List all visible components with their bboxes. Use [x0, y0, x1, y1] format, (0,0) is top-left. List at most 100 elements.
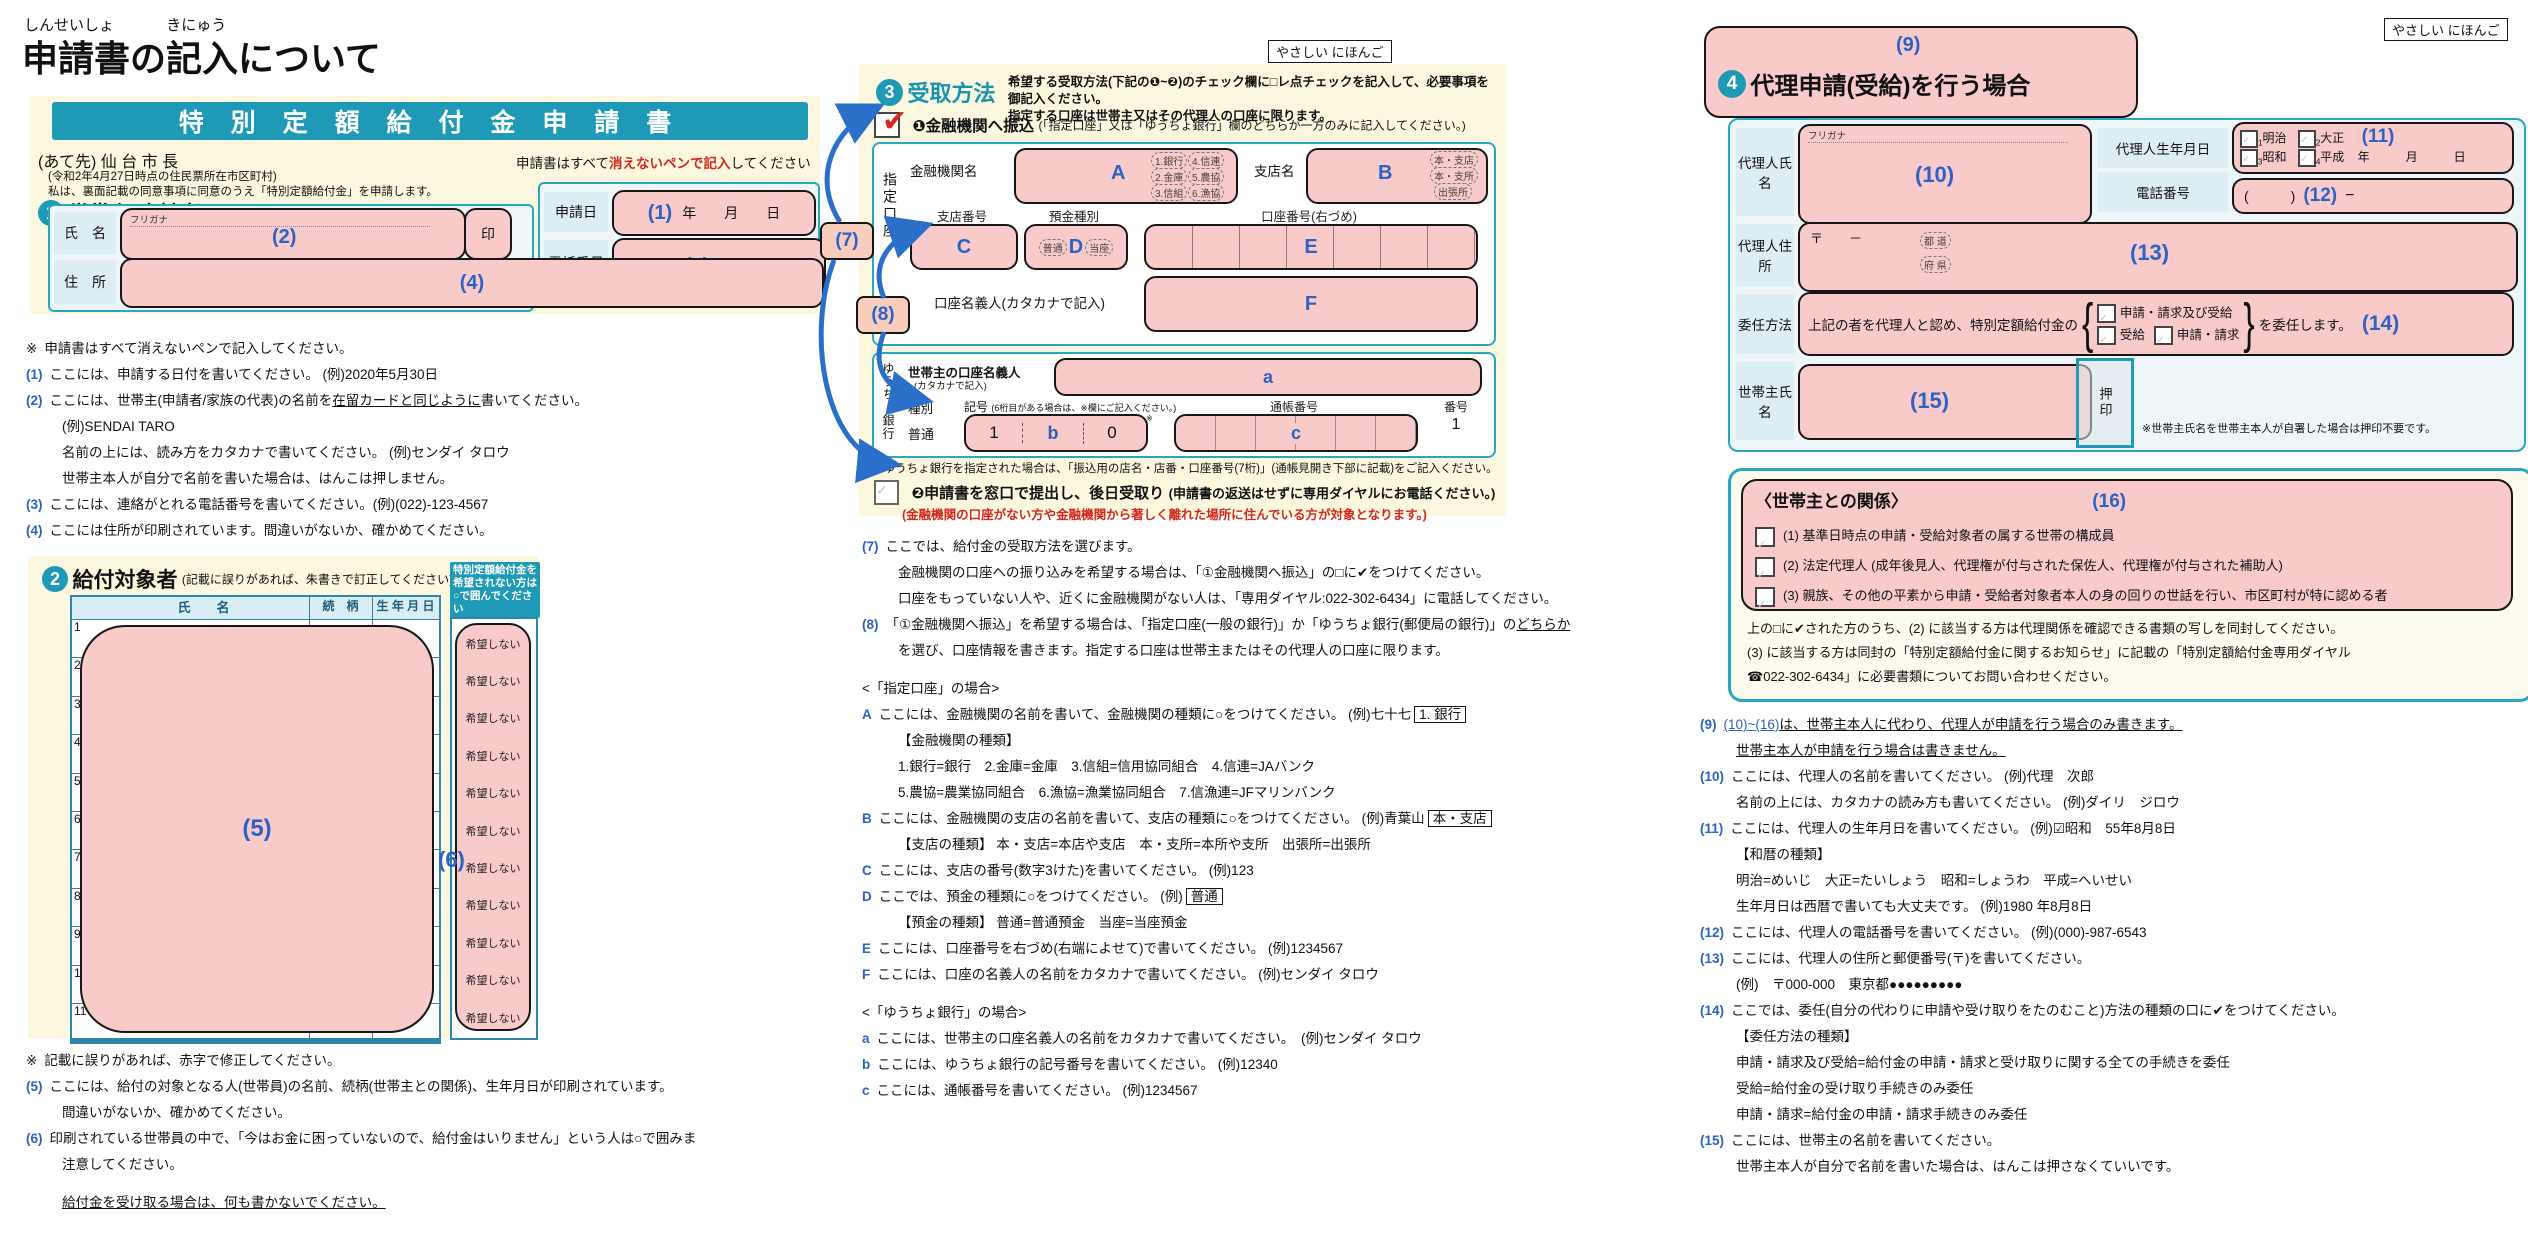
bank-name-label: 金融機関名 — [910, 164, 978, 179]
seal-label: 印 — [481, 226, 495, 242]
decline-option[interactable]: 希望しない — [465, 975, 521, 988]
branch-name-field[interactable]: B 本・支店 本・支所 出張所 — [1306, 148, 1488, 204]
relation-checkbox-2[interactable]: ✓ — [1755, 556, 1775, 581]
section3-title: 受取方法 — [907, 81, 996, 106]
text-line: (3)ここには、連絡がとれる電話番号を書いてください。(例)(022)-123-… — [26, 497, 489, 512]
name-label: 氏 名 — [54, 212, 116, 254]
entrust-receive-checkbox[interactable]: ✓ — [2097, 326, 2117, 346]
relation-checkbox-1[interactable]: ✓ — [1755, 526, 1775, 551]
side-col-header: 特別定額給付金を希望されない方は○で囲んでください — [450, 562, 540, 618]
text-line: (2)ここには、世帯主(申請者/家族の代表)の名前を在留カードと同じように書いて… — [26, 393, 588, 408]
decline-option[interactable]: 希望しない — [465, 937, 521, 950]
pen-note-1: 申請書はすべて — [516, 156, 610, 171]
name-address-block: 氏 名 フリガナ (2) 印 住 所 (4) — [48, 204, 824, 312]
callout-8-label: (8) — [871, 304, 895, 325]
text-line: (14)ここでは、委任(自分の代わりに申請や受け取りをたのむこと)方法の種類の口… — [1700, 1003, 2345, 1018]
decline-option[interactable]: 希望しない — [465, 676, 521, 689]
address-field[interactable]: (4) — [120, 258, 824, 308]
text-line: 給付金を受け取る場合は、何も書かないでください。 — [62, 1195, 386, 1210]
relation-checkbox-3[interactable]: ✓ — [1755, 586, 1775, 611]
text-line: ※申請書はすべて消えないペンで記入してください。 — [26, 341, 353, 356]
entrust-label: 委任方法 — [1736, 294, 1794, 354]
decline-pink-area: 希望しない希望しない希望しない希望しない希望しない希望しない希望しない希望しない… — [455, 623, 531, 1031]
section2-title: 給付対象者 — [72, 569, 178, 592]
text-line: (6)印刷されている世帯員の中で、「今はお金に困っていないので、給付金はいりませ… — [26, 1131, 697, 1146]
text-line: (4)ここには住所が印刷されています。間違いがないか、確かめてください。 — [26, 523, 493, 538]
application-date-field[interactable]: (1) 年 月 日 — [612, 190, 816, 236]
option2-row: ✓ ❷申請書を窓口で提出し、後日受取り (申請書の返送はせずに専用ダイヤルにお電… — [874, 480, 1495, 505]
section-3-badge: 3 — [876, 78, 903, 106]
form1-addressee-sub2: 私は、裏面記載の同意事項に同意のうえ「特別定額給付金」を申請します。 — [48, 186, 438, 198]
text-line: 生年月日は西暦で書いても大丈夫です。 (例)1980 年8月8日 — [1736, 899, 2093, 914]
decline-option[interactable]: 希望しない — [465, 750, 521, 763]
decline-option[interactable]: 希望しない — [465, 713, 521, 726]
option2-red-note: (金融機関の口座がない方や金融機関から著しく離れた場所に住んでいる方が対象となり… — [902, 508, 1427, 522]
account-number-hint: E — [1298, 235, 1324, 259]
passbook-header: 通帳番号 — [1269, 400, 1318, 414]
holder-field[interactable]: F — [1144, 276, 1478, 332]
proxy-dob-field[interactable]: ✓1明治 ✓2大正 (11) ✓3昭和 ✓4平成 年 月 日 — [2232, 122, 2514, 174]
text-line: (11)ここには、代理人の生年月日を書いてください。 (例)☑昭和 55年8月8… — [1700, 821, 2176, 836]
entrust-all-checkbox[interactable]: ✓ — [2097, 304, 2117, 324]
proxy-phone-field[interactable]: ( ) (12) − — [2232, 178, 2514, 214]
deposit-type-field[interactable]: 普通 D 当座 — [1024, 224, 1128, 270]
branch-number-hint: C — [956, 235, 972, 258]
yucho-holder-field[interactable]: a — [1054, 358, 1482, 396]
passbook-field[interactable]: c — [1174, 414, 1418, 452]
era-taisho: 大正 — [2320, 131, 2345, 145]
proxy-furigana-label: フリガナ — [1808, 128, 2068, 143]
account-number-field[interactable]: E — [1144, 224, 1478, 270]
bank-type-token: 2.金庫 — [1151, 168, 1188, 185]
decline-option[interactable]: 希望しない — [465, 788, 521, 801]
relation-items: ✓(1) 基準日時点の申請・受給対象者の属する世帯の構成員 ✓(2) 法定代理人… — [1755, 521, 2499, 611]
col-header-relation: 続 柄 — [322, 599, 359, 613]
arrow-7-to-option1 — [824, 103, 885, 224]
text-line: 口座をもっていない人や、近くに金融機関がない人は、「専用ダイヤル:022-302… — [898, 591, 1558, 606]
text-line: 世帯主本人が申請を行う場合は書きません。 — [1736, 743, 2006, 758]
relation-note-2: (3) に該当する方は同封の「特別定額給付金に関するお知らせ」に記載の「特別定額… — [1747, 645, 2351, 660]
text-line: 【金融機関の種類】 — [898, 733, 1020, 748]
holder-label: 口座名義人(カタカナで記入) — [934, 296, 1105, 311]
proxy-address-field[interactable]: 〒 － 都 道 府 県 (13) — [1798, 222, 2518, 292]
decline-column: 希望しない希望しない希望しない希望しない希望しない希望しない希望しない希望しない… — [438, 617, 538, 1040]
proxy-phone-label: 電話番号 — [2098, 172, 2228, 212]
relation-note-3: ☎022-302-6434」に必要書類についてお問い合わせください。 — [1747, 669, 2117, 684]
proxy-phone-hint: (12) — [2303, 185, 2338, 206]
bank-type-token: 1.銀行 — [1151, 152, 1188, 169]
section4-header: 4 代理申請(受給)を行う場合 — [1718, 66, 2030, 101]
proxy-name-hint: (10) — [1915, 162, 1955, 187]
text-line: を選び、口座情報を書きます。指定する口座は世帯主またはその代理人の口座に限ります… — [898, 643, 1449, 658]
decline-option[interactable]: 希望しない — [465, 863, 521, 876]
yucho-holder-hint: a — [1262, 366, 1273, 387]
decline-option[interactable]: 希望しない — [465, 1012, 521, 1025]
decline-option[interactable]: 希望しない — [465, 825, 521, 838]
entrust-apply-checkbox[interactable]: ✓ — [2154, 326, 2174, 346]
era-meiji: 明治 — [2262, 131, 2287, 145]
head-name-hint: (15) — [1910, 388, 1950, 413]
decline-option[interactable]: 希望しない — [465, 638, 521, 651]
branch-hint: B — [1378, 162, 1393, 184]
decline-option[interactable]: 希望しない — [465, 900, 521, 913]
proxy-name-field[interactable]: フリガナ (10) — [1798, 124, 2092, 224]
text-line — [26, 1178, 826, 1190]
proxy-address-label: 代理人住所 — [1736, 224, 1794, 286]
proxy-name-label: 代理人氏名 — [1736, 128, 1794, 216]
text-line: <「ゆうちょ銀行」の場合> — [862, 1005, 1027, 1020]
deposit-current-token: 当座 — [1085, 238, 1114, 256]
relation-panel: 〈世帯主との関係〉 (16) ✓(1) 基準日時点の申請・受給対象者の属する世帯… — [1728, 468, 2528, 702]
text-line: 間違いがないか、確かめてください。 — [62, 1105, 291, 1120]
bank-name-field[interactable]: A 1.銀行 4.信連 2.金庫 5.農協 3.信組 6.漁協 7.信漁連 — [1014, 148, 1238, 204]
yucho-code-field[interactable]: 1 b 0 — [964, 414, 1148, 452]
form1-addressee-sub1: (令和2年4月27日時点の住民票所在市区町村) — [48, 171, 277, 183]
arrow-8-to-designated — [876, 215, 934, 299]
pref-token-2: 府 県 — [1920, 256, 1951, 273]
head-name-field[interactable]: (15) — [1798, 364, 2092, 440]
name-field[interactable]: フリガナ (2) — [120, 208, 466, 260]
bank-type-token: 5.農協 — [1188, 168, 1225, 185]
option2-label: ❷申請書を窓口で提出し、後日受取り — [911, 485, 1165, 502]
entrust-field[interactable]: 上記の者を代理人と認め、特別定額給付金の { ✓ 申請・請求及び受給 ✓ 受給 … — [1798, 292, 2514, 356]
form2-panel: 2 給付対象者 (記載に誤りがあれば、朱書きで訂正してください) 特別定額給付金… — [28, 556, 540, 1044]
